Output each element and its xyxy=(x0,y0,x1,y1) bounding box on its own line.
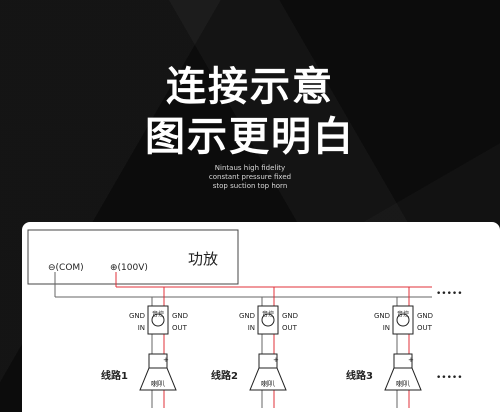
in-label: IN xyxy=(138,324,145,332)
gnd-in-label: GND xyxy=(239,312,255,320)
amplifier-label: 功放 xyxy=(188,250,218,268)
headline-line-2: 图示更明白 xyxy=(145,114,355,160)
gnd-out-label: GND xyxy=(172,312,188,320)
speaker-horn xyxy=(249,367,287,391)
subtitle-line-1: Nintaus high fidelity xyxy=(214,164,286,172)
speaker-label: 喇叭 xyxy=(151,379,165,388)
speaker-horn xyxy=(139,367,177,391)
speaker-plus-sign: + xyxy=(273,356,279,364)
subtitle-line-3: stop suction top horn xyxy=(212,182,288,190)
speaker-plus-sign: + xyxy=(163,356,169,364)
bus-continuation-dots: ••••• xyxy=(436,289,463,299)
module-group: 音控 GND IN GND OUT + 喇叭 线路1 音控 GND IN GND OUT + 喇叭 线路2 音控… xyxy=(101,287,433,408)
100v-terminal-label: ⊕(100V) xyxy=(110,263,148,273)
speaker-continuation-dots: ••••• xyxy=(436,373,463,383)
subtitle-line-2: constant pressure fixed xyxy=(208,173,292,181)
volume-knob-label: 音控 xyxy=(152,310,164,318)
gnd-out-label: GND xyxy=(417,312,433,320)
volume-control-box xyxy=(257,305,279,335)
speaker-label: 喇叭 xyxy=(396,379,410,388)
speaker-label: 喇叭 xyxy=(261,379,275,388)
in-label: IN xyxy=(248,324,255,332)
line-label: 线路1 xyxy=(101,369,128,382)
line-label: 线路2 xyxy=(211,369,238,382)
speaker-horn xyxy=(384,367,422,391)
out-label: OUT xyxy=(282,324,298,332)
headline-line-1: 连接示意 xyxy=(166,64,334,110)
volume-control-box xyxy=(392,305,414,335)
gnd-in-label: GND xyxy=(374,312,390,320)
volume-knob-label: 音控 xyxy=(262,310,274,318)
gnd-in-label: GND xyxy=(129,312,145,320)
amplifier-box xyxy=(27,229,239,285)
volume-knob xyxy=(261,313,275,327)
out-label: OUT xyxy=(417,324,433,332)
speaker-plus-sign: + xyxy=(408,356,414,364)
in-label: IN xyxy=(383,324,390,332)
com-terminal-label: ⊖(COM) xyxy=(48,263,84,273)
gnd-out-label: GND xyxy=(282,312,298,320)
out-label: OUT xyxy=(172,324,188,332)
volume-knob xyxy=(151,313,165,327)
volume-knob xyxy=(396,313,410,327)
line-label: 线路3 xyxy=(346,369,373,382)
volume-knob-label: 音控 xyxy=(397,310,409,318)
volume-control-box xyxy=(147,305,169,335)
